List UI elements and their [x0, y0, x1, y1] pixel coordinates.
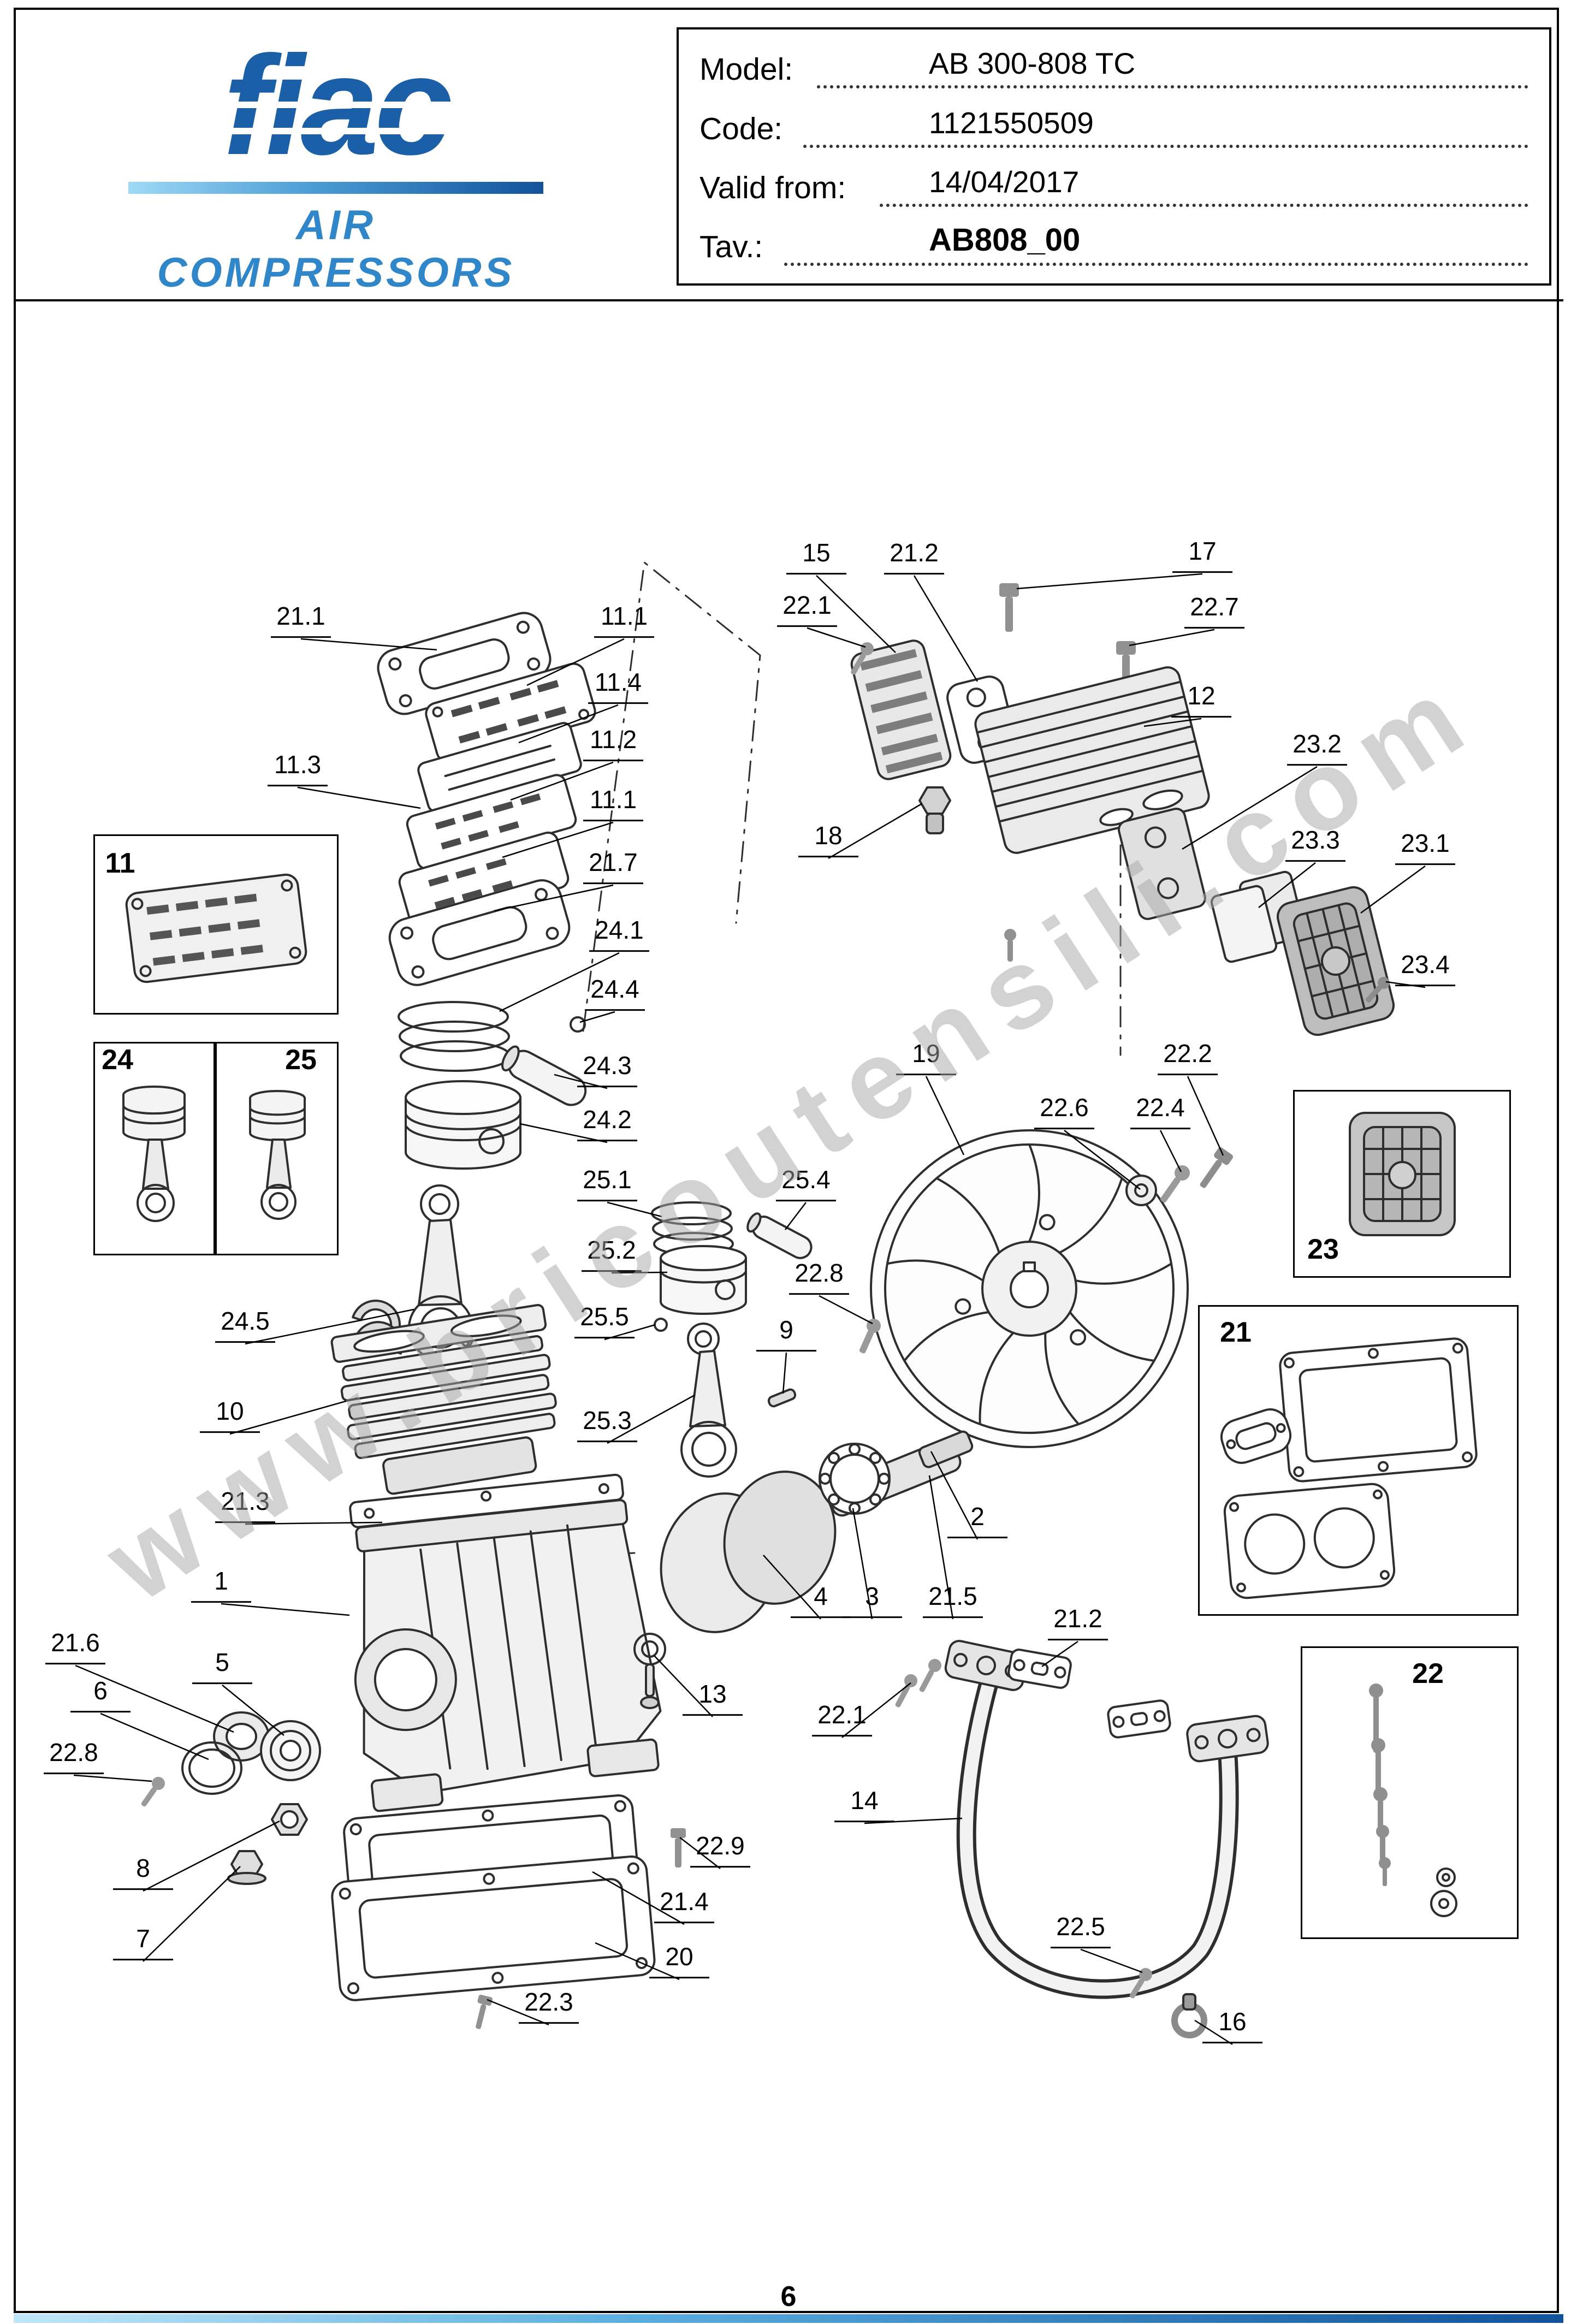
circlip-large-drawing — [570, 1016, 586, 1033]
head-small-bolt-drawing — [1004, 929, 1016, 962]
info-label: Valid from: — [699, 170, 846, 205]
ball-bearing-drawing — [819, 1443, 891, 1515]
dotted-line — [817, 85, 1528, 89]
pipe-screws-drawing — [895, 1659, 941, 1708]
woodruff-key-drawing — [767, 1388, 797, 1408]
page-border — [14, 8, 1559, 2313]
flywheel-drawing — [870, 1129, 1189, 1448]
fiac-logo: fiac AIR COMPRESSORS — [112, 31, 560, 297]
reed-valve-drawing — [850, 639, 952, 780]
info-value-model: AB 300-808 TC — [929, 46, 1136, 81]
circlip-small-drawing — [654, 1318, 668, 1332]
head-plate-drawing — [1117, 808, 1207, 920]
oring-drawing — [181, 1741, 242, 1795]
flywheel-screw-drawing — [1160, 1165, 1190, 1203]
piston-pin-small-drawing — [746, 1212, 813, 1259]
piston-pin-large-drawing — [501, 1045, 587, 1106]
intake-fitting-drawing — [918, 786, 951, 834]
page-number: 6 — [780, 2281, 797, 2313]
logo-gradient-bar — [128, 181, 543, 194]
flywheel-spokes — [886, 1143, 1172, 1426]
flywheel-washer-drawing — [1125, 1175, 1157, 1206]
piston-assembly-inset-25 — [249, 1090, 306, 1220]
logo-subtitle: AIR COMPRESSORS — [157, 201, 515, 296]
dotted-line — [803, 144, 1528, 148]
outlet-pipe-drawing — [944, 1640, 1269, 1999]
crankcase-drawing — [354, 1499, 662, 1812]
info-label: Model: — [699, 52, 793, 87]
screw-kit-inset-drawing — [1369, 1683, 1391, 1886]
info-label: Code: — [699, 111, 783, 146]
dotted-line — [880, 203, 1528, 207]
pipe-clamp-drawing — [1171, 1993, 1207, 2038]
info-label: Tav.: — [699, 229, 763, 264]
breather-plug-drawing — [633, 1633, 666, 1709]
info-value-code: 1121550509 — [929, 105, 1094, 140]
washer-kit-inset-drawing — [1430, 1868, 1457, 1917]
info-value-tav: AB808_00 — [929, 222, 1081, 258]
dotted-line — [784, 263, 1528, 266]
logo-stripe — [145, 102, 527, 108]
pipe-gasket-b-drawing — [1107, 1699, 1171, 1739]
sump-bolt-drawing — [671, 1828, 686, 1868]
info-value-valid-from: 14/04/2017 — [929, 164, 1080, 199]
nut-drawing — [271, 1803, 308, 1836]
cylinder-block-drawing — [330, 1303, 557, 1495]
seal-screw-drawing — [141, 1777, 165, 1807]
info-row-code: Code: 1121550509 — [694, 97, 1534, 156]
filter-cover-inset-drawing — [1349, 1112, 1456, 1236]
flywheel-bolt-drawing — [1200, 1147, 1234, 1188]
piston-assembly-inset-24 — [122, 1086, 186, 1222]
pan-screw-drawing — [476, 1994, 493, 2029]
info-row-model: Model: AB 300-808 TC — [694, 38, 1534, 97]
oil-plug-drawing — [227, 1850, 266, 1885]
piston-rings-large-drawing — [398, 1001, 511, 1072]
info-box: Model: AB 300-808 TC Code: 1121550509 Va… — [677, 27, 1551, 286]
footer-bar — [14, 2314, 1563, 2323]
header-divider — [14, 299, 1563, 301]
logo-stripe — [145, 128, 527, 134]
valve-plate-inset-drawing — [125, 873, 307, 983]
piston-small-drawing — [660, 1245, 747, 1315]
filter-cover-drawing — [1277, 886, 1395, 1036]
connecting-rod-small-drawing — [680, 1323, 737, 1478]
bearing-front-drawing — [260, 1720, 321, 1781]
head-gasket-stack-drawing — [377, 612, 596, 986]
info-row-tav: Tav.: AB808_00 — [694, 216, 1534, 275]
head-bolt-drawing — [999, 583, 1019, 632]
cylinder-head-drawing — [974, 666, 1210, 854]
info-row-valid-from: Valid from: 14/04/2017 — [694, 157, 1534, 216]
piston-large-drawing — [405, 1080, 521, 1170]
gasket-kit-inset-drawing — [1220, 1337, 1478, 1599]
